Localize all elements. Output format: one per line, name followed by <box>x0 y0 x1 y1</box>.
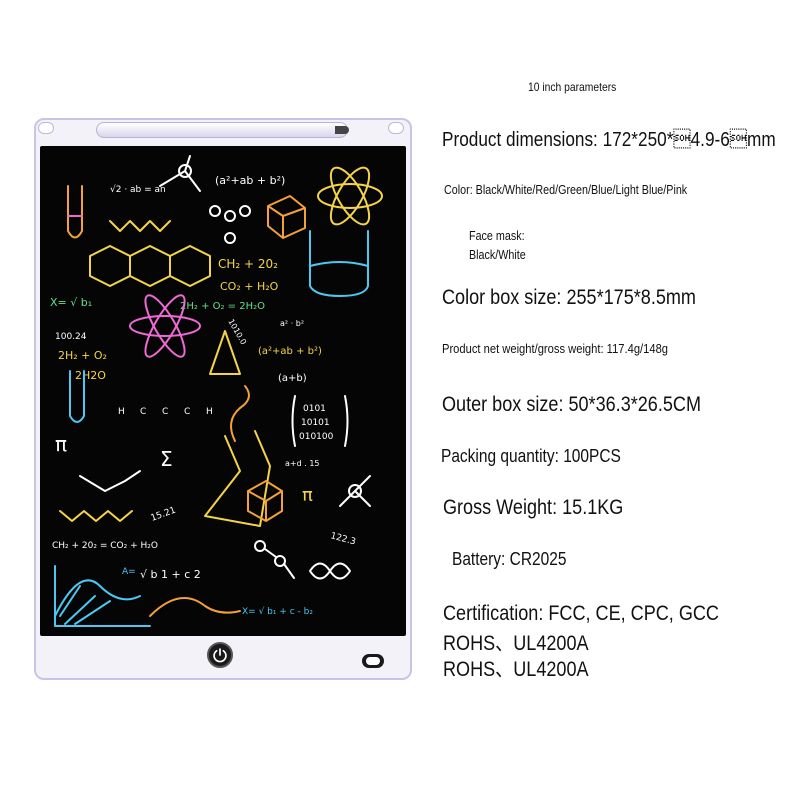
spec-color-box: Color box size: 255*175*8.5mm <box>442 286 696 309</box>
power-icon <box>213 648 227 663</box>
screen-text-a2ab-2: (a²+ab + b²) <box>258 346 322 357</box>
molecule-4-drawing <box>339 475 371 507</box>
screen-text-bin-1: 0101 <box>303 404 326 414</box>
page-title: 10 inch parameters <box>528 80 617 94</box>
spec-certification-line-2: ROHS、UL4200A <box>443 632 589 655</box>
screen-text-sqrt: √2 · ab = an <box>110 184 166 195</box>
beaker-drawing <box>309 230 369 297</box>
cube-2-drawing <box>247 480 283 522</box>
screen-text-a2ab: (a²+ab + b²) <box>215 174 285 187</box>
hanging-hole-left <box>38 122 54 134</box>
molecule-2-drawing <box>209 205 251 244</box>
stylus-tip <box>335 126 349 134</box>
screen-text-sqrtb: √ b 1 + c 2 <box>140 568 201 581</box>
screen-text-co2: CO₂ + H₂O <box>220 280 279 293</box>
binary-box: 0101 10101 010100 <box>291 395 349 447</box>
screen-text-bin-2: 10101 <box>301 418 330 428</box>
screen-text-aplusb: (a+b) <box>278 373 307 384</box>
spec-face-mask-label: Face mask: <box>469 229 525 243</box>
lock-switch-knob <box>366 657 380 665</box>
spec-weight: Product net weight/gross weight: 117.4g/… <box>442 341 669 356</box>
spec-outer-box: Outer box size: 50*36.3*26.5CM <box>442 393 702 416</box>
screen-text-xeq2: X= √ b₁ + c - b₂ <box>242 606 313 617</box>
tablet-screen: √2 · ab = an (a²+ab + b²) CH₂ + 20₂ CO₂ … <box>40 146 406 636</box>
screen-text-100: 100.24 <box>55 332 87 342</box>
screen-text-1223: 122.3 <box>329 531 356 547</box>
spec-face-mask-value: Black/White <box>469 248 526 262</box>
spec-packing: Packing quantity: 100PCS <box>441 446 621 466</box>
benzene-rings-drawing <box>89 245 211 287</box>
screen-text-1521: 15.21 <box>150 506 178 524</box>
screen-text-sigma: Σ <box>160 447 173 471</box>
lock-switch[interactable] <box>362 654 384 668</box>
screen-text-h: H <box>118 407 125 417</box>
screen-text-c-2: C <box>162 407 168 417</box>
molecule-5-drawing <box>254 540 295 579</box>
screen-text-pi-1: π <box>55 432 67 456</box>
atom-drawing <box>317 166 383 226</box>
hanging-hole-right <box>388 122 404 134</box>
screen-text-x-eq: X= √ b₁ <box>50 296 92 309</box>
spec-certification-line-3: ROHS、UL4200A <box>443 658 589 681</box>
flask-drawing <box>204 430 271 527</box>
screen-text-bin-3: 010100 <box>299 432 334 442</box>
spec-battery: Battery: CR2025 <box>452 549 567 569</box>
screen-text-pi-2: π <box>302 485 313 506</box>
power-button[interactable] <box>207 642 233 668</box>
screen-text-h2o: 2H2O <box>75 369 106 382</box>
screen-text-h2o2: 2H₂ + O₂ = 2H₂O <box>180 301 265 312</box>
screen-text-ch2-b: CH₂ + 20₂ = CO₂ + H₂O <box>52 541 158 551</box>
zigzag-drawing <box>109 220 171 232</box>
screen-text-ad15: a+d . 15 <box>285 459 320 468</box>
screen-doodles: √2 · ab = an (a²+ab + b²) CH₂ + 20₂ CO₂ … <box>50 155 383 627</box>
screen-text-c-3: C <box>184 407 190 417</box>
stylus-icon <box>96 122 349 138</box>
graph-2-drawing <box>149 597 241 617</box>
graph-drawing <box>54 565 151 627</box>
test-tube-blue-drawing <box>69 370 85 423</box>
molecule-3-drawing <box>79 470 141 492</box>
molecule-drawing <box>159 155 201 192</box>
test-tubes-drawing <box>67 185 83 239</box>
spec-dimensions: Product dimensions: 172*250*4.9-6mm <box>442 129 776 151</box>
screen-text-h-2: H <box>206 407 213 417</box>
zigzag-2-drawing <box>59 510 133 522</box>
screen-text-c: C <box>140 407 146 417</box>
infinity-drawing <box>309 562 351 580</box>
cube-drawing <box>267 195 306 239</box>
screen-text-o2: 2H₂ + O₂ <box>58 349 107 362</box>
spec-gross-weight: Gross Weight: 15.1KG <box>443 496 624 519</box>
spec-color: Color: Black/White/Red/Green/Blue/Light … <box>444 183 688 197</box>
atom-2-drawing <box>129 294 201 358</box>
hydrocarbon-drawing: H C C C H <box>118 407 213 417</box>
screen-text-aeq: A= <box>122 567 136 577</box>
spec-certification: Certification: FCC, CE, CPC, GCC <box>443 602 719 625</box>
screen-text-a2b: a² · b² <box>280 319 304 328</box>
cone-drawing <box>209 330 241 375</box>
screen-text-ch2: CH₂ + 20₂ <box>218 257 278 271</box>
flask-smoke-drawing <box>230 385 250 442</box>
